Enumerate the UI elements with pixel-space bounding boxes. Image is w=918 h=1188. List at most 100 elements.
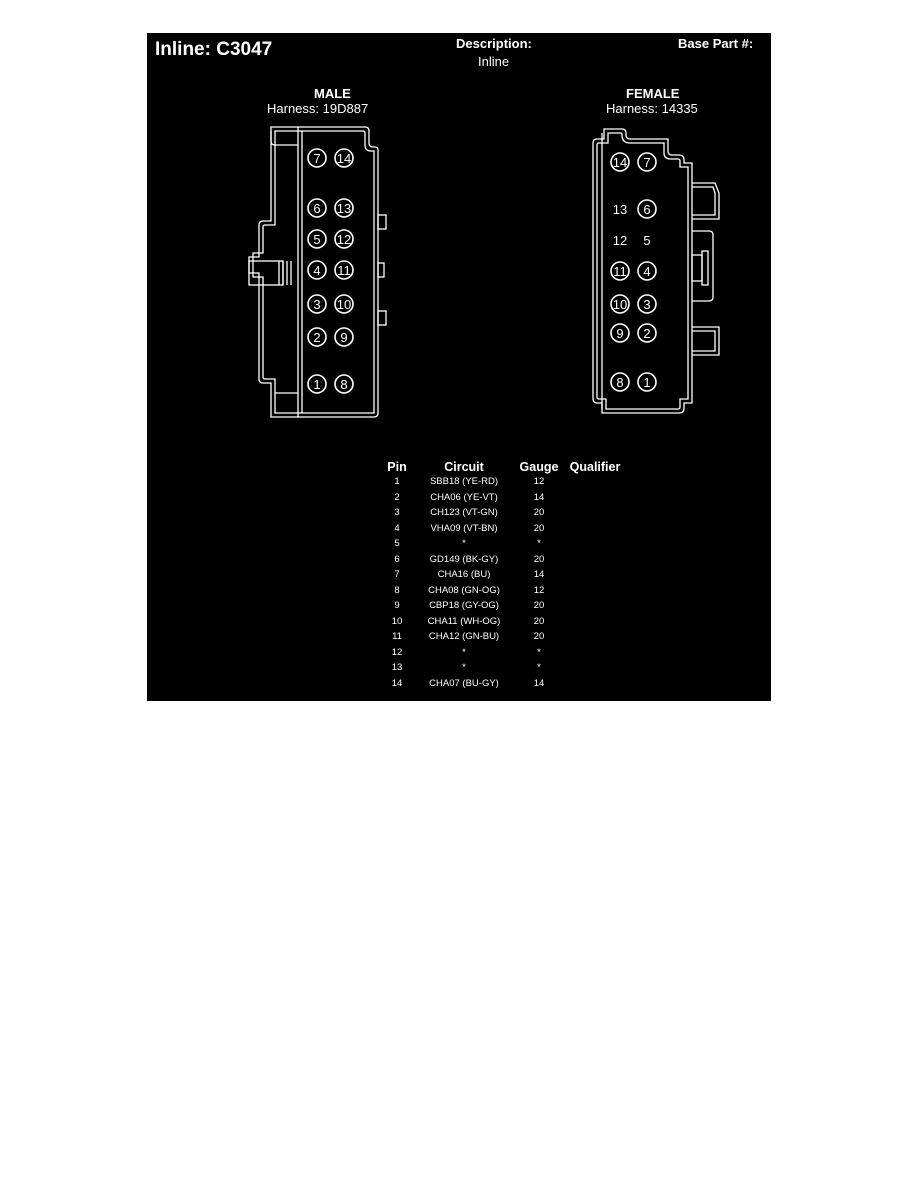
svg-text:9: 9: [616, 326, 623, 341]
svg-text:14: 14: [613, 155, 627, 170]
circuit-cell: CBP18 (GY-OG): [429, 600, 499, 612]
qualifier-cell: [563, 536, 627, 552]
gauge-cell: 12: [533, 476, 545, 488]
female-connector-body: [592, 128, 720, 414]
male-pin-6: 6: [307, 198, 327, 218]
circuit-cell: *: [462, 538, 466, 550]
male-pin-11: 11: [334, 260, 354, 280]
qualifier-cell: [563, 614, 627, 630]
male-harness: Harness: 19D887: [267, 101, 369, 116]
male-pin-5: 5: [307, 229, 327, 249]
female-pin-11: 11: [610, 261, 630, 281]
female-pin-9: 9: [610, 323, 630, 343]
col-header-qualifier: Qualifier: [569, 459, 621, 474]
svg-text:5: 5: [313, 232, 320, 247]
gauge-cell: 14: [533, 569, 545, 581]
female-pin-10: 10: [610, 294, 630, 314]
table-row: 12 * *: [381, 645, 627, 661]
circuit-cell: CHA08 (GN-OG): [428, 584, 500, 596]
circuit-cell: GD149 (BK-GY): [429, 553, 499, 565]
base-part-label: Base Part #:: [678, 36, 754, 51]
svg-text:3: 3: [643, 297, 650, 312]
qualifier-cell: [563, 676, 627, 692]
female-pin-13: 13: [613, 202, 627, 217]
svg-text:8: 8: [616, 375, 623, 390]
male-pin-8: 8: [334, 374, 354, 394]
female-pin-1: 1: [637, 372, 657, 392]
qualifier-cell: [563, 629, 627, 645]
pin-cell: 2: [394, 491, 400, 503]
female-pin-3: 3: [637, 294, 657, 314]
gauge-cell: 14: [533, 677, 545, 689]
description-label: Description:: [456, 36, 532, 51]
qualifier-cell: [563, 474, 627, 490]
table-row: 7 CHA16 (BU) 14: [381, 567, 627, 583]
pin-cell: 7: [394, 569, 400, 581]
male-pin-3: 3: [307, 294, 327, 314]
female-pin-14: 14: [610, 152, 630, 172]
male-pin-10: 10: [334, 294, 354, 314]
qualifier-cell: [563, 598, 627, 614]
qualifier-cell: [563, 567, 627, 583]
female-pin-12: 12: [613, 233, 627, 248]
svg-text:11: 11: [613, 264, 627, 279]
pin-cell: 9: [394, 600, 400, 612]
male-pin-12: 12: [334, 229, 354, 249]
gauge-cell: *: [537, 538, 541, 550]
female-pin-4: 4: [637, 261, 657, 281]
svg-text:10: 10: [337, 297, 351, 312]
connector-title: Inline: C3047: [155, 39, 273, 60]
svg-text:9: 9: [340, 330, 347, 345]
male-pin-14: 14: [334, 148, 354, 168]
circuit-cell: *: [462, 646, 466, 658]
svg-text:12: 12: [337, 232, 351, 247]
pin-cell: 5: [394, 538, 400, 550]
svg-text:10: 10: [613, 297, 627, 312]
qualifier-cell: [563, 645, 627, 661]
male-pin-1: 1: [307, 374, 327, 394]
svg-text:8: 8: [340, 377, 347, 392]
pin-cell: 12: [391, 646, 403, 658]
pin-cell: 4: [394, 522, 400, 534]
table-header-row: Pin Circuit Gauge Qualifier: [381, 459, 627, 474]
gauge-cell: *: [537, 646, 541, 658]
pin-cell: 8: [394, 584, 400, 596]
description-value: Inline: [478, 54, 510, 69]
gauge-cell: 14: [533, 491, 545, 503]
pin-cell: 13: [391, 662, 403, 674]
circuit-cell: CHA12 (GN-BU): [428, 631, 500, 643]
female-pin-8: 8: [610, 372, 630, 392]
svg-text:6: 6: [643, 202, 650, 217]
qualifier-cell: [563, 505, 627, 521]
female-pin-7: 7: [637, 152, 657, 172]
male-pin-2: 2: [307, 327, 327, 347]
pin-cell: 14: [391, 677, 403, 689]
male-pin-13: 13: [334, 198, 354, 218]
female-pin-5: 5: [643, 233, 650, 248]
pin-cell: 1: [394, 476, 400, 488]
svg-text:11: 11: [337, 263, 351, 278]
col-header-pin: Pin: [387, 459, 407, 474]
pin-cell: 11: [392, 631, 402, 643]
circuit-cell: CH123 (VT-GN): [430, 507, 498, 519]
male-connector-body: [248, 126, 387, 418]
qualifier-cell: [563, 660, 627, 676]
svg-text:7: 7: [643, 155, 650, 170]
circuit-cell: CHA16 (BU): [437, 569, 491, 581]
svg-text:3: 3: [313, 297, 320, 312]
gauge-cell: 20: [533, 507, 545, 519]
male-pin-grid: 7 14 6 13 5 12 4 11 3 10 2 9 1 8: [307, 148, 354, 394]
svg-text:2: 2: [313, 330, 320, 345]
circuit-cell: CHA11 (WH-OG): [427, 615, 501, 627]
qualifier-cell: [563, 583, 627, 599]
female-pin-6: 6: [637, 199, 657, 219]
gauge-cell: 20: [533, 615, 545, 627]
qualifier-cell: [563, 521, 627, 537]
pin-cell: 10: [391, 615, 403, 627]
connector-drawing: 7 14 6 13 5 12 4 11 3 10 2 9 1 8 14 7 13…: [248, 126, 720, 418]
